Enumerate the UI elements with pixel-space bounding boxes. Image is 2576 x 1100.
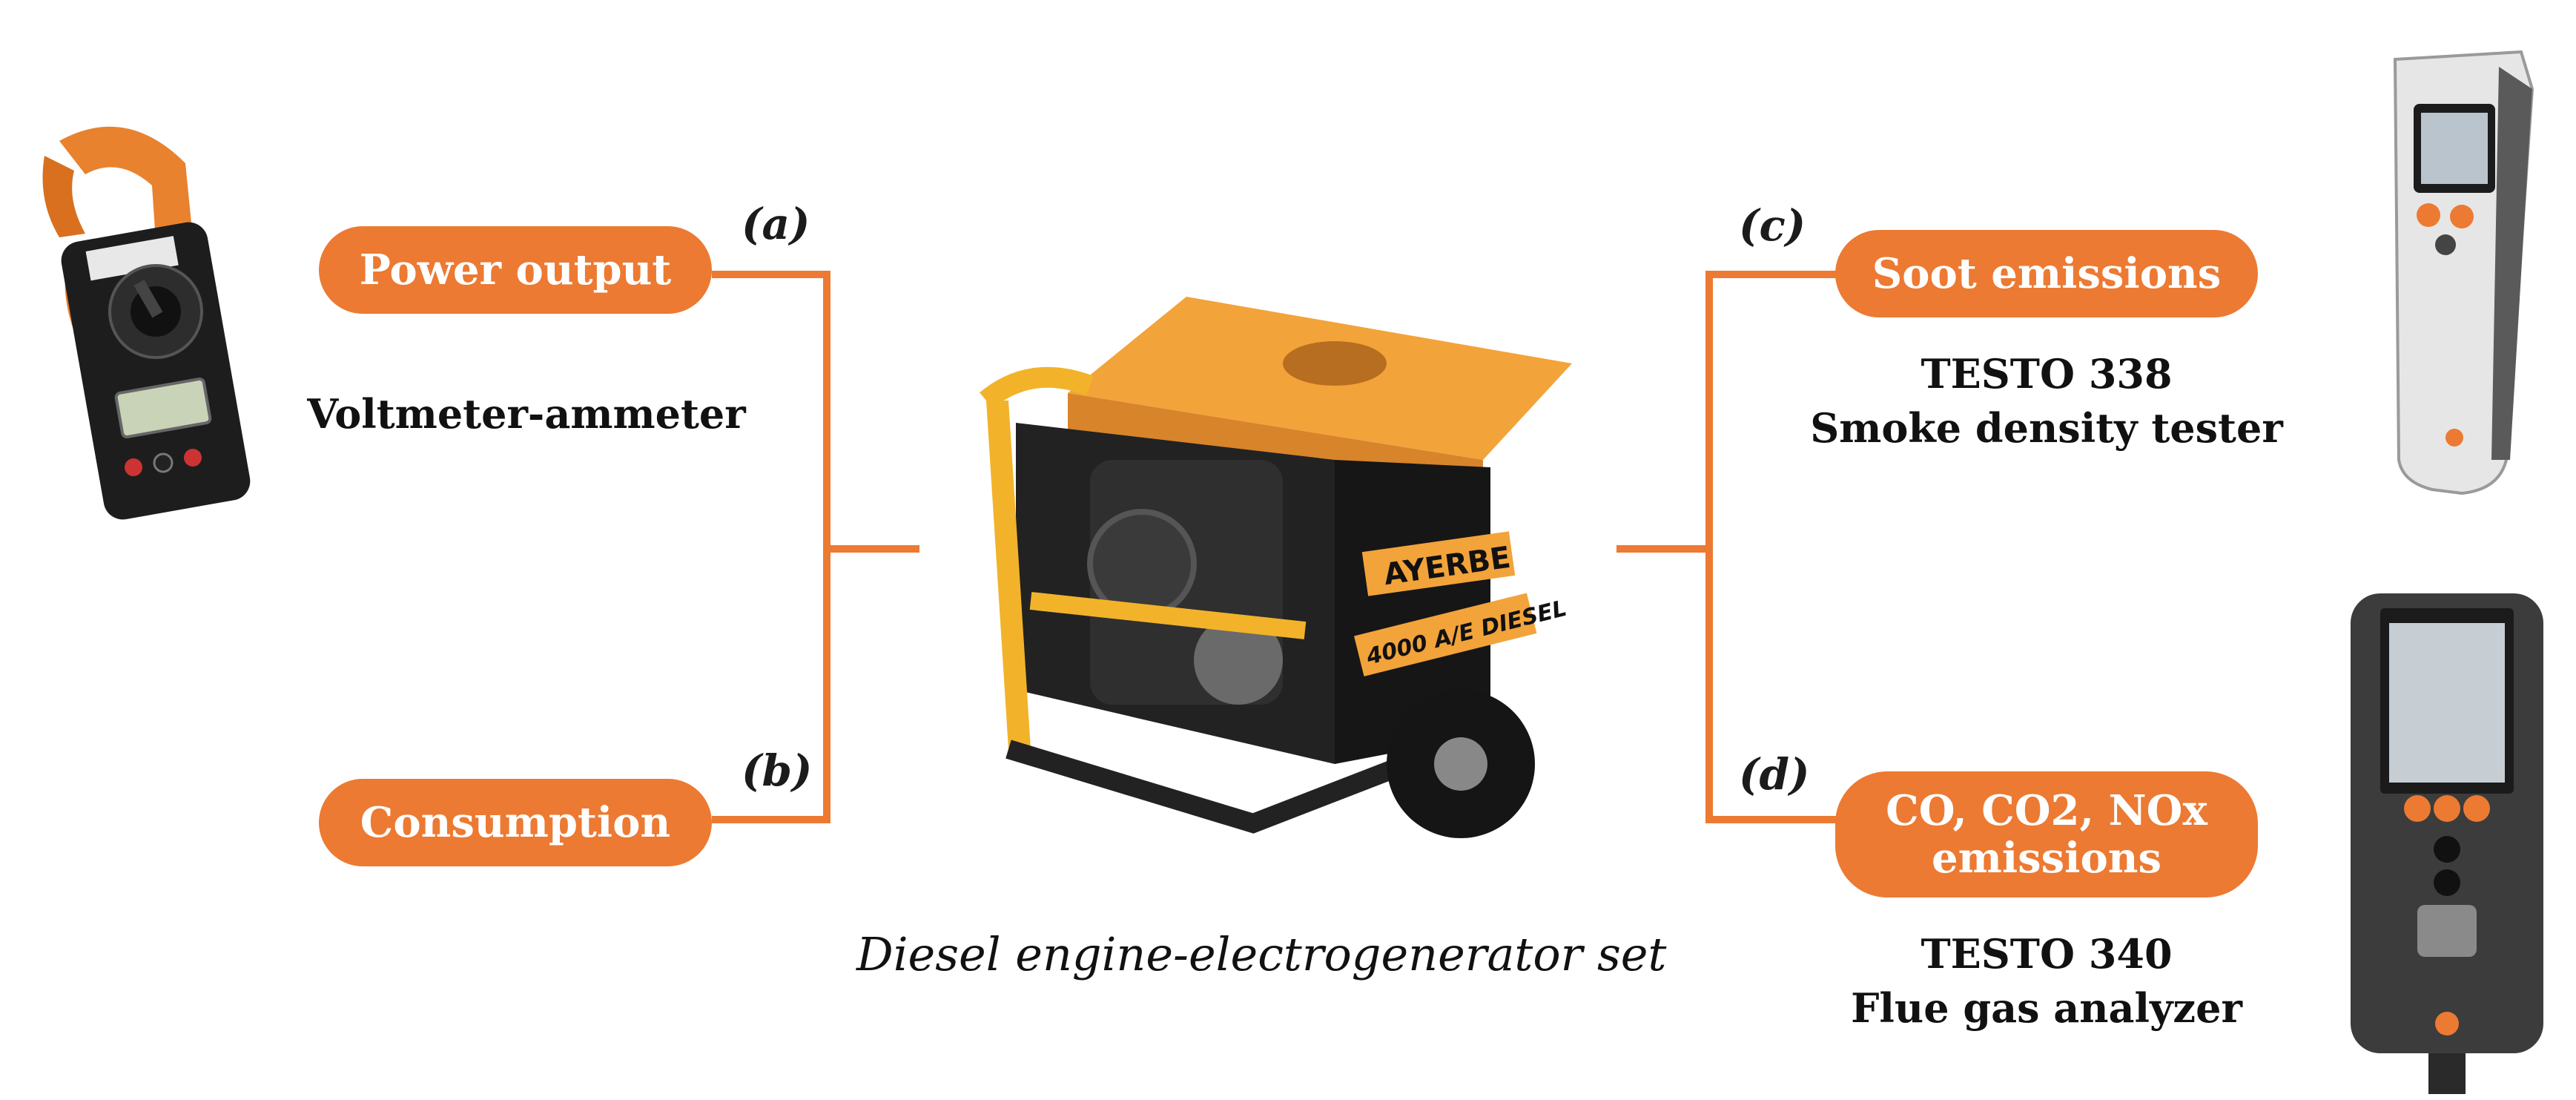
right-connector-bottom xyxy=(1705,816,1839,823)
tag-a: (a) xyxy=(742,199,810,249)
left-connector-to-generator xyxy=(823,545,919,553)
voltmeter-label: Voltmeter-ammeter xyxy=(307,390,746,438)
consumption-pill: Consumption xyxy=(319,779,712,866)
gas-analyzer-icon xyxy=(2351,593,2543,1094)
tag-b: (b) xyxy=(742,745,813,796)
testo-340-line2: Flue gas analyzer xyxy=(1851,984,2242,1032)
gas-emissions-pill: CO, CO2, NOx emissions xyxy=(1835,771,2258,898)
testo-340-label: TESTO 340 Flue gas analyzer xyxy=(1802,927,2291,1035)
tag-c: (c) xyxy=(1739,200,1806,251)
testo-338-label: TESTO 338 Smoke density tester xyxy=(1802,347,2291,455)
clamp-meter-icon xyxy=(42,126,251,520)
generator-icon: AYERBE 4000 A/E DIESEL xyxy=(980,297,1572,838)
gas-emissions-line2: emissions xyxy=(1931,834,2162,883)
left-connector-bottom xyxy=(712,816,830,823)
power-output-pill: Power output xyxy=(319,226,712,314)
smoke-tester-icon xyxy=(2393,50,2534,495)
generator-caption: Diesel engine-electrogenerator set xyxy=(856,927,1667,981)
right-connector-to-generator xyxy=(1616,545,1713,553)
right-connector-top xyxy=(1705,271,1839,278)
gas-emissions-line1: CO, CO2, NOx xyxy=(1886,786,2207,835)
right-connector-vertical xyxy=(1705,271,1713,823)
testo-340-line1: TESTO 340 xyxy=(1921,930,2173,978)
tag-d: (d) xyxy=(1739,749,1810,800)
testo-338-line2: Smoke density tester xyxy=(1810,404,2283,452)
soot-emissions-pill: Soot emissions xyxy=(1835,230,2258,317)
left-connector-top xyxy=(712,271,830,278)
testo-338-line1: TESTO 338 xyxy=(1921,350,2173,398)
